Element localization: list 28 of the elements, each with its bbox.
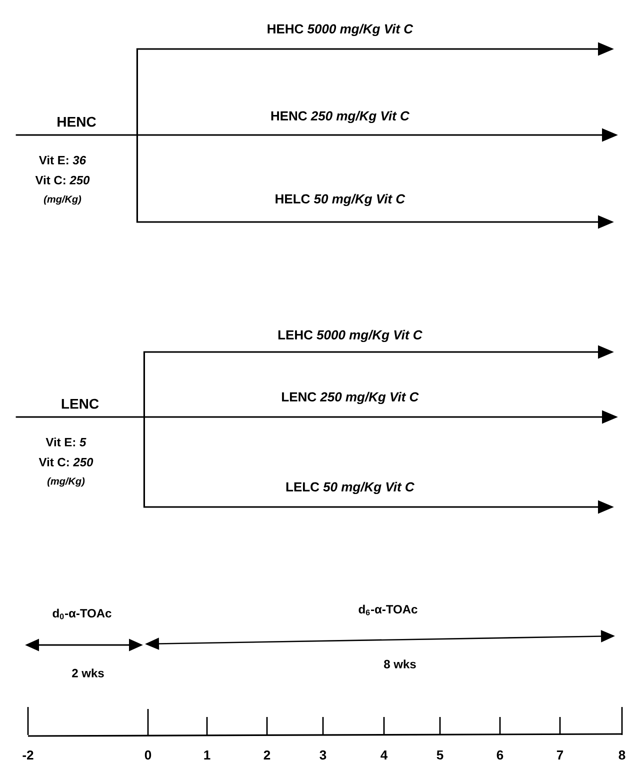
tick-label: 2 (264, 750, 270, 760)
period-label: 2 wks (72, 668, 104, 678)
group-label: LENC (62, 398, 99, 409)
period-label: d$_{0}$-α-TOAc (52, 608, 112, 620)
edge-label: LELC 50 mg/Kg Vit C (286, 482, 414, 494)
tick-label: -2 (22, 750, 34, 760)
tick-label: 4 (380, 750, 388, 760)
period-label: d$_{6}$-α-TOAc (358, 604, 418, 616)
tick-label: 0 (144, 750, 152, 760)
tick-label: 3 (320, 750, 326, 760)
diet-note: Vit E: 5 (46, 438, 86, 446)
tick-label: 5 (436, 750, 444, 760)
tick-label: 6 (496, 750, 504, 760)
tick-label: 1 (204, 750, 210, 760)
edge-label: LENC 250 mg/Kg Vit C (282, 392, 419, 404)
diet-note: (mg/Kg) (44, 195, 82, 205)
edge-label: HENC 250 mg/Kg Vit C (271, 110, 410, 124)
tick-label: 8 (618, 750, 626, 760)
diet-note: Vit E: 36 (38, 156, 86, 164)
edge-label: LEHC 5000 mg/Kg Vit C (278, 330, 422, 342)
diet-note: Vit C: 250 (35, 176, 90, 184)
group-label: HENC (58, 116, 96, 127)
tick-label: 7 (556, 750, 564, 760)
diet-note: (mg/Kg) (47, 477, 85, 487)
diet-note: Vit C: 250 (38, 458, 94, 466)
edge-label: HEHC 5000 mg/Kg Vit C (268, 24, 414, 36)
edge-label: HELC 50 mg/Kg Vit C (276, 194, 406, 206)
period-label: 8 wks (384, 660, 416, 668)
